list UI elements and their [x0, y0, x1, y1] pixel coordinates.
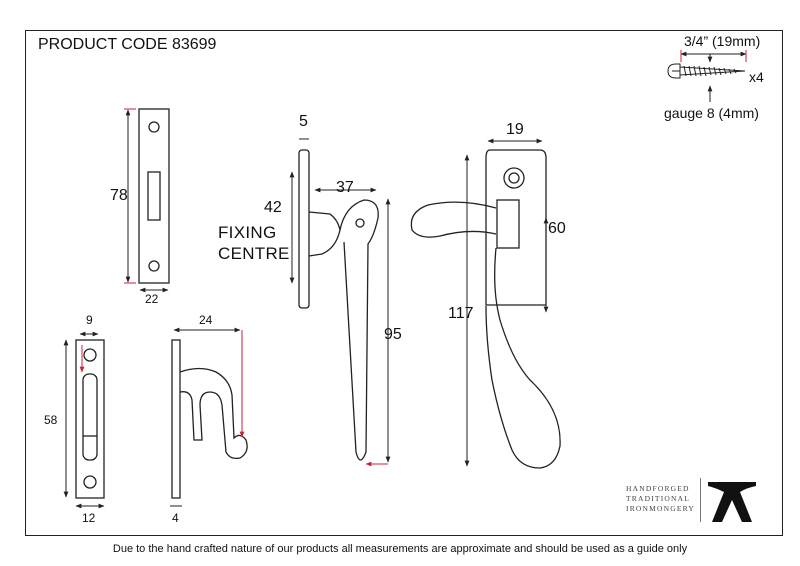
screw-length-label: 3/4” (19mm)	[684, 33, 761, 49]
fixing-centre-label: FIXING CENTRE	[218, 222, 290, 264]
handle-length-label: 95	[384, 326, 402, 343]
hook-keep-thickness-label: 4	[172, 511, 179, 525]
fixing-centre-value: 42	[264, 199, 282, 216]
drawing-frame	[25, 30, 783, 536]
disclaimer-text: Due to the hand crafted nature of our pr…	[112, 543, 688, 555]
striker-plate	[138, 108, 170, 284]
projection-label: 37	[336, 179, 354, 196]
plate-height-label: 60	[548, 220, 566, 237]
keep-dimensions	[63, 331, 105, 509]
screw-gauge-label: gauge 8 (4mm)	[664, 105, 759, 121]
screw-quantity-label: x4	[749, 69, 764, 85]
product-code-label: PRODUCT CODE 83699	[38, 36, 217, 53]
brand-text: HANDFORGED TRADITIONAL IRONMONGERY	[626, 484, 695, 514]
anvil-logo-icon	[708, 482, 756, 522]
brand-line-1: HANDFORGED	[626, 484, 690, 493]
striker-width-label: 22	[145, 292, 159, 306]
keep-plate	[75, 339, 105, 499]
brand-line-2: TRADITIONAL	[626, 494, 691, 503]
keep-base-width-label: 12	[82, 511, 96, 525]
fastener-side-view	[298, 149, 379, 461]
plate-thickness-label: 5	[299, 113, 308, 130]
keep-width-label: 9	[86, 313, 93, 327]
brand-line-3: IRONMONGERY	[626, 504, 696, 513]
striker-plate-dimensions	[124, 108, 169, 293]
keep-height-label: 58	[44, 413, 58, 427]
screw-icon	[667, 63, 746, 79]
hook-keep-depth-label: 24	[199, 313, 213, 327]
overall-length-label: 117	[448, 305, 474, 322]
screw-dimension-lines	[680, 50, 747, 102]
hook-keep	[171, 339, 248, 499]
fastener-front-dimensions	[464, 138, 549, 467]
fixing-centre-label-line2: CENTRE	[218, 244, 290, 263]
brand-divider	[700, 478, 701, 522]
plate-width-label: 19	[506, 121, 524, 138]
striker-height-label: 78	[110, 187, 128, 204]
fastener-front-view	[410, 149, 561, 469]
hook-keep-dimensions	[170, 327, 245, 507]
fastener-side-dimensions	[289, 138, 391, 467]
fixing-centre-label-line1: FIXING	[218, 223, 277, 242]
brand-block: HANDFORGED TRADITIONAL IRONMONGERY	[618, 478, 768, 526]
